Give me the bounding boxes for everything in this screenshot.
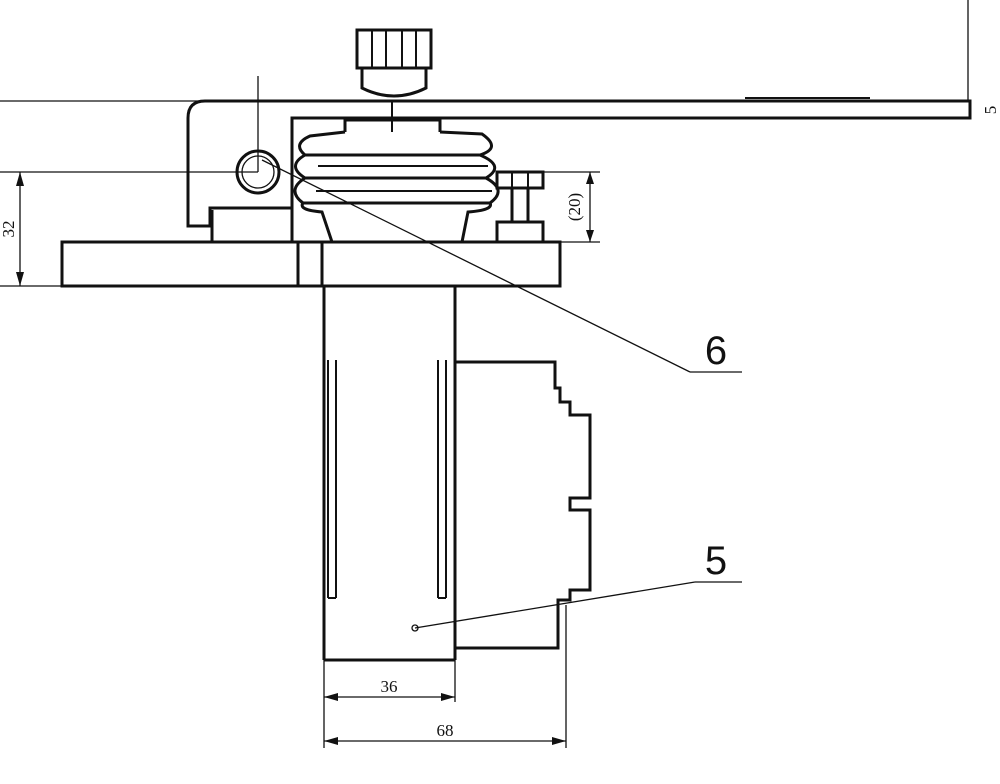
dimension-label-32: 32 [0,221,18,238]
dimension-label-68: 68 [437,721,454,740]
lower-body-part-5 [322,286,592,662]
bracket-housing [210,116,475,242]
dimension-36 [323,660,456,702]
dimension-label-36: 36 [381,677,398,696]
bellows-spring [293,118,500,243]
leader-part-6 [257,76,742,373]
leader-part-5 [411,581,742,632]
dimension-20 [543,171,600,243]
dimension-32 [0,171,258,287]
top-lever-plate [0,0,972,228]
hex-bolt [355,28,433,132]
dimension-label-20: (20) [565,193,584,221]
side-bolt [495,170,545,244]
callout-6: 6 [705,329,727,373]
dimension-68 [323,605,567,748]
base-plate [60,240,562,288]
dimension-label-edge: 5 [981,106,1000,115]
callout-5: 5 [705,539,727,583]
